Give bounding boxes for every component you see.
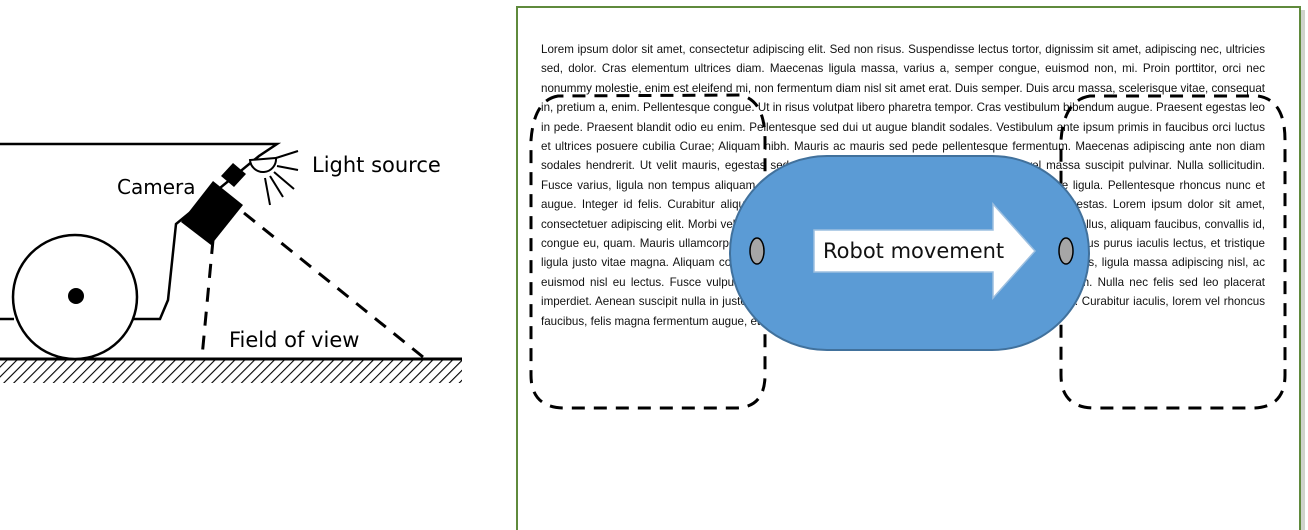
wheel-axle — [68, 288, 84, 304]
right-sensor-icon — [1058, 237, 1074, 265]
ground-hatching — [0, 359, 462, 383]
robot-chassis-outline — [0, 142, 282, 321]
field-of-view-ray-left — [200, 239, 215, 358]
robot-movement-label: Robot movement — [823, 239, 1005, 263]
left-sensor-icon — [749, 237, 765, 265]
camera-icon — [181, 163, 246, 245]
field-of-view-label: Field of view — [229, 328, 360, 352]
camera-label: Camera — [117, 175, 196, 199]
right-camera-footprint — [1059, 94, 1287, 410]
light-source-label: Light source — [312, 153, 441, 177]
right-arrow-icon — [813, 202, 1037, 300]
light-source-icon — [248, 150, 299, 206]
left-camera-footprint — [529, 93, 767, 410]
